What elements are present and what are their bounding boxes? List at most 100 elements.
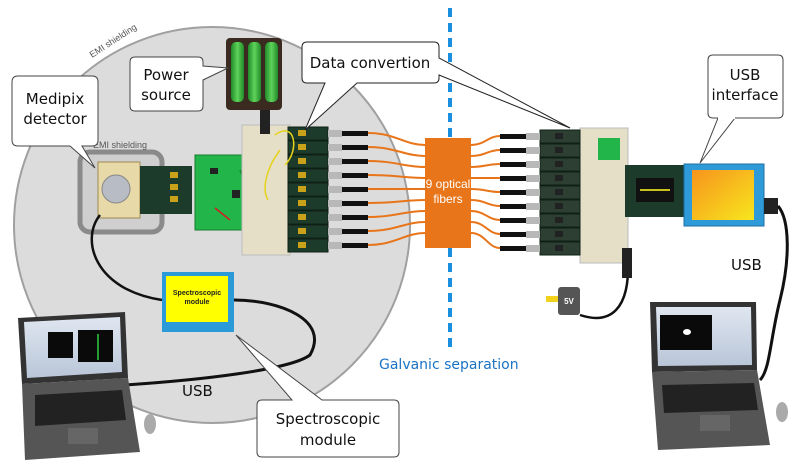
- left-fiber-connector: [328, 158, 342, 165]
- right-transceiver-chip: [555, 147, 563, 153]
- power-supply-5v: 5V: [546, 248, 632, 320]
- right-fiber-connector: [526, 217, 540, 224]
- callout-power-line1: Power: [143, 66, 189, 84]
- right-fiber-boot: [500, 148, 526, 153]
- left-fiber-connector: [328, 144, 342, 151]
- battery-pack: [226, 38, 282, 134]
- optical-fiber-right: [470, 221, 501, 235]
- right-fiber-connector: [526, 147, 540, 154]
- optical-fiber-left: [367, 221, 426, 232]
- left-transceiver-board: [287, 210, 329, 225]
- right-transceiver-chip: [555, 189, 563, 195]
- callout-power: Power source: [129, 56, 230, 112]
- left-transceiver-chip: [298, 172, 306, 178]
- optical-fiber-left: [367, 232, 426, 246]
- left-fiber-connector: [328, 242, 342, 249]
- callout-data-conversion-text: Data convertion: [310, 54, 431, 72]
- left-fiber-boot: [342, 131, 368, 136]
- left-transceiver-board: [287, 224, 329, 239]
- right-fiber-connector: [526, 133, 540, 140]
- right-chip-board: [598, 138, 620, 160]
- optical-fiber-left: [367, 132, 426, 146]
- usb-interface-box: [683, 163, 778, 227]
- medipix-detector: [97, 161, 192, 219]
- left-fiber-connector: [328, 228, 342, 235]
- right-transceiver-stack: [500, 129, 581, 256]
- laptop-right: [650, 302, 788, 450]
- left-transceiver-chip: [298, 186, 306, 192]
- fiber-box: [425, 138, 471, 248]
- left-transceiver-chip: [298, 242, 306, 248]
- left-transceiver-chip: [298, 228, 306, 234]
- laptop-left: [18, 312, 156, 460]
- left-fiber-boot: [342, 187, 368, 192]
- right-fiber-boot: [500, 204, 526, 209]
- fiber-box-label-2: fibers: [433, 192, 462, 206]
- callout-medipix-line2: detector: [23, 110, 87, 128]
- right-fiber-connector: [526, 175, 540, 182]
- left-fiber-boot: [342, 215, 368, 220]
- right-transceiver-chip: [555, 245, 563, 251]
- right-fiber-connector: [526, 203, 540, 210]
- left-fiber-connector: [328, 186, 342, 193]
- optical-fiber-right: [470, 199, 501, 207]
- optical-fiber-left: [367, 174, 426, 179]
- right-fiber-connector: [526, 231, 540, 238]
- callout-spectroscopic-line2: module: [300, 431, 356, 449]
- left-fiber-boot: [342, 173, 368, 178]
- left-transceiver-chip: [298, 214, 306, 220]
- left-fiber-boot: [342, 243, 368, 248]
- optical-fiber-left: [367, 199, 426, 204]
- callout-power-line2: source: [141, 86, 191, 104]
- optical-fiber-left: [367, 210, 426, 218]
- usb-cable-left: [124, 298, 316, 387]
- optical-fiber-right: [470, 210, 501, 221]
- optical-fiber-right: [470, 135, 501, 146]
- right-fiber-boot: [500, 134, 526, 139]
- left-transceiver-board: [287, 182, 329, 197]
- left-fiber-boot: [342, 201, 368, 206]
- optical-fibers: [367, 132, 501, 249]
- left-transceiver-chip: [298, 200, 306, 206]
- optical-fiber-right: [470, 149, 501, 157]
- left-transceiver-board: [287, 196, 329, 211]
- optical-fiber-left: [367, 160, 426, 168]
- right-fiber-boot: [500, 176, 526, 181]
- right-transceiver-chip: [555, 203, 563, 209]
- right-fiber-connector: [526, 161, 540, 168]
- right-fiber-connector: [526, 189, 540, 196]
- usb-label-right: USB: [731, 256, 762, 274]
- right-transceiver-chip: [555, 217, 563, 223]
- left-transceiver-chip: [298, 130, 306, 136]
- callout-usb-interface: USB interface: [699, 54, 784, 164]
- spectroscopic-module-box: Spectroscopic module: [162, 272, 234, 332]
- yellow-wire: [264, 130, 295, 201]
- galvanic-separation-label: Galvanic separation: [379, 357, 519, 373]
- left-fiber-boot: [342, 145, 368, 150]
- callout-medipix-line1: Medipix: [26, 90, 85, 108]
- left-transceiver-stack: [287, 126, 368, 253]
- emi-shield-inner-label: EMI shielding: [93, 140, 147, 150]
- left-fiber-connector: [328, 214, 342, 221]
- optical-fiber-right: [470, 188, 501, 193]
- right-fiber-boot: [500, 246, 526, 251]
- optical-fiber-right: [470, 232, 501, 249]
- callout-spectroscopic: Spectroscopic module: [235, 334, 400, 458]
- left-transceiver-chip: [298, 158, 306, 164]
- left-fiber-connector: [328, 200, 342, 207]
- module-box-label-2: module: [185, 299, 210, 306]
- left-transceiver-board: [287, 154, 329, 169]
- usb-label-left: USB: [182, 382, 213, 400]
- detector-to-module-cable: [90, 214, 163, 302]
- callout-data-conversion: Data convertion: [301, 41, 571, 131]
- optical-fiber-right: [470, 163, 501, 168]
- right-transceiver-chip: [555, 175, 563, 181]
- right-fiber-boot: [500, 218, 526, 223]
- callout-medipix: Medipix detector: [11, 75, 99, 169]
- perfboard-left: [241, 124, 291, 256]
- left-transceiver-board: [287, 126, 329, 141]
- right-transceiver-chip: [555, 231, 563, 237]
- right-fiber-boot: [500, 190, 526, 195]
- left-fiber-connector: [328, 172, 342, 179]
